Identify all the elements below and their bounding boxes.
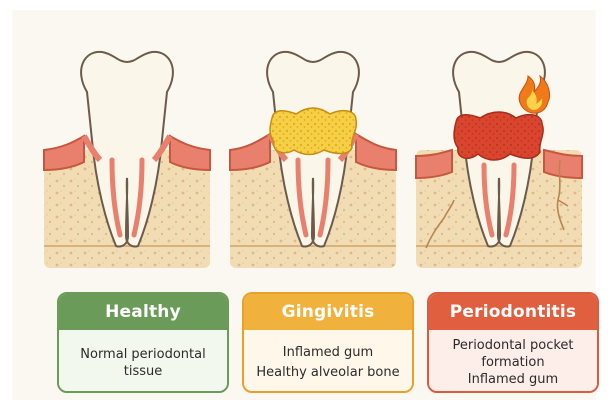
- gingivitis-card: Gingivitis Inflamed gum Healthy alveolar…: [242, 292, 414, 393]
- healthy-card: Healthy Normal periodontal tissue: [57, 292, 229, 393]
- gingivitis-title: Gingivitis: [244, 294, 412, 330]
- periodontitis-line-1: Periodontal pocket formation: [438, 337, 588, 371]
- gingivitis-description: Inflamed gum Healthy alveolar bone: [244, 330, 412, 393]
- healthy-tooth-panel: [44, 52, 210, 268]
- periodontitis-line-2: Inflamed gum: [468, 371, 558, 388]
- gingivitis-gum: [230, 134, 270, 170]
- healthy-gum: [44, 136, 84, 170]
- gingivitis-line-2: Healthy alveolar bone: [256, 364, 399, 381]
- gingivitis-line-1: Inflamed gum: [283, 344, 373, 361]
- gingivitis-tooth-panel: [230, 52, 396, 268]
- periodontitis-title: Periodontitis: [429, 294, 597, 330]
- periodontitis-description: Periodontal pocket formation Inflamed gu…: [429, 330, 597, 393]
- healthy-description: Normal periodontal tissue: [59, 330, 227, 393]
- periodontitis-tooth-panel: [416, 52, 582, 268]
- healthy-title: Healthy: [59, 294, 227, 330]
- periodontitis-card: Periodontitis Periodontal pocket formati…: [427, 292, 599, 393]
- healthy-line-1: Normal periodontal tissue: [73, 346, 213, 380]
- periodontitis-inflammation: [454, 112, 543, 160]
- gingivitis-plaque: [270, 108, 356, 155]
- diagram-canvas: Healthy Normal periodontal tissue Gingiv…: [12, 10, 596, 400]
- teeth-illustration: [12, 10, 596, 282]
